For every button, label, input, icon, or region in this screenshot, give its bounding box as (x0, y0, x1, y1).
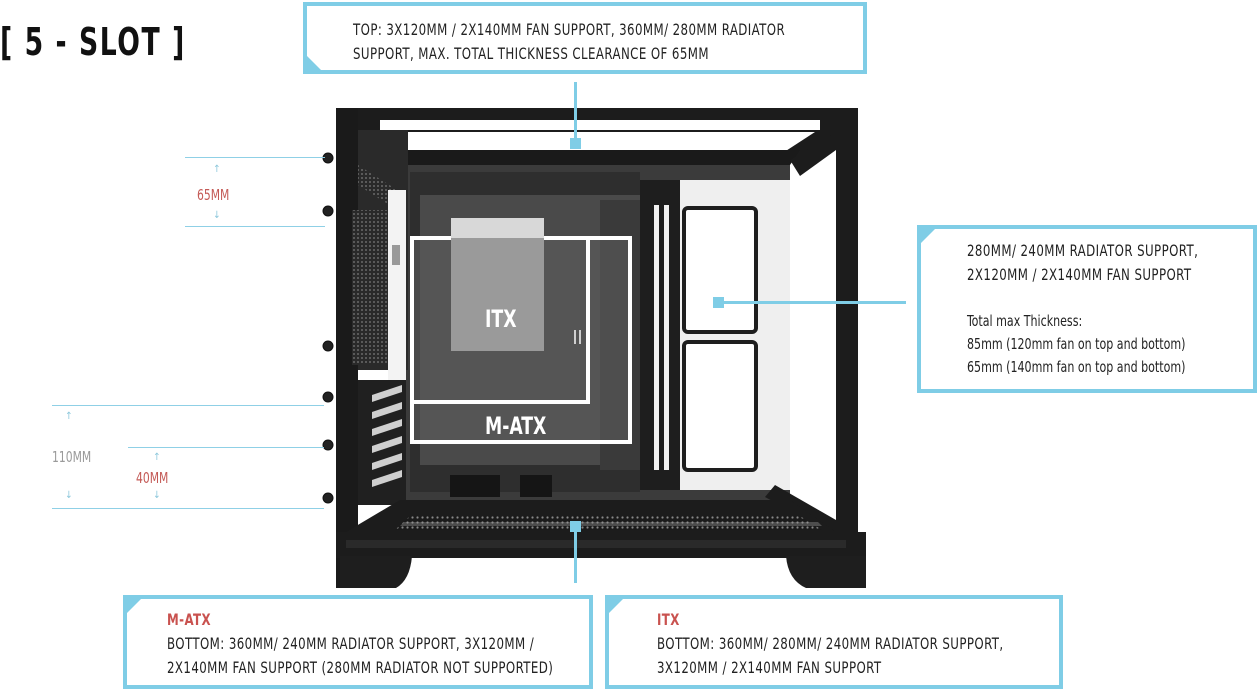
callout-corner (921, 229, 939, 247)
side-fan-opening-lower (682, 340, 758, 472)
dim-label-bottom-inner: 40MM (136, 469, 169, 487)
bottom-connector (574, 527, 577, 583)
dim-line-bottom-lower (52, 508, 324, 509)
top-connector (574, 82, 577, 142)
page-title: [ 5 - SLOT ] (0, 20, 186, 64)
bottom-mesh (395, 516, 822, 530)
top-callout-line-2: SUPPORT, MAX. TOTAL THICKNESS CLEARANCE … (353, 44, 709, 63)
itx-callout: ITX BOTTOM: 360MM/ 280MM/ 240MM RADIATOR… (605, 595, 1063, 689)
top-connector-marker (570, 138, 581, 149)
matx-callout-heading: M-ATX (167, 610, 211, 629)
dim-label-top-clearance: 65MM (197, 186, 230, 204)
rear-vents (358, 380, 406, 505)
arrow-down-icon: ↓ (153, 490, 161, 501)
itx-board-area (451, 218, 544, 351)
callout-corner (127, 599, 145, 617)
side-note-line-2: 85mm (120mm fan on top and bottom) (967, 335, 1186, 353)
matx-board-label: M-ATX (485, 412, 547, 440)
arrow-up-icon: ↑ (153, 452, 161, 463)
matx-callout-line-1: BOTTOM: 360MM/ 240MM RADIATOR SUPPORT, 3… (167, 634, 535, 653)
side-callout: 280MM/ 240MM RADIATOR SUPPORT, 2X120MM /… (917, 225, 1257, 393)
matx-callout: M-ATX BOTTOM: 360MM/ 240MM RADIATOR SUPP… (123, 595, 593, 689)
side-note-line-1: Total max Thickness: (967, 312, 1083, 330)
arrow-down-icon: ↓ (213, 210, 221, 221)
side-note-line-3: 65mm (140mm fan on top and bottom) (967, 358, 1186, 376)
arrow-up-icon: ↑ (213, 164, 221, 175)
dim-line-top-lower (185, 226, 325, 227)
top-callout: TOP: 3X120MM / 2X140MM FAN SUPPORT, 360M… (303, 2, 867, 74)
bottom-connector-marker (570, 521, 581, 532)
dim-line-top-upper (185, 157, 325, 158)
case-foot-right (786, 556, 866, 588)
itx-board-label: ITX (485, 305, 517, 333)
arrow-up-icon: ↑ (65, 411, 73, 422)
callout-corner (307, 52, 325, 70)
arrow-down-icon: ↓ (65, 490, 73, 501)
dim-label-bottom-total: 110MM (52, 448, 92, 466)
dim-line-bottom-middle (128, 447, 324, 448)
side-callout-line-2: 2X120MM / 2X140MM FAN SUPPORT (967, 265, 1192, 284)
matx-callout-line-2: 2X140MM FAN SUPPORT (280MM RADIATOR NOT … (167, 658, 554, 677)
itx-callout-heading: ITX (657, 610, 680, 629)
callout-corner (609, 599, 627, 617)
itx-callout-line-2: 3X120MM / 2X140MM FAN SUPPORT (657, 658, 882, 677)
itx-callout-line-1: BOTTOM: 360MM/ 280MM/ 240MM RADIATOR SUP… (657, 634, 1004, 653)
case-foot-left (340, 556, 412, 588)
dim-line-bottom-upper (52, 405, 324, 406)
top-callout-line-1: TOP: 3X120MM / 2X140MM FAN SUPPORT, 360M… (353, 20, 786, 39)
side-fan-opening-upper (682, 206, 758, 334)
side-callout-line-1: 280MM/ 240MM RADIATOR SUPPORT, (967, 241, 1199, 260)
side-connector (720, 301, 906, 304)
side-connector-marker (713, 297, 724, 308)
side-fan-rails (654, 205, 669, 470)
